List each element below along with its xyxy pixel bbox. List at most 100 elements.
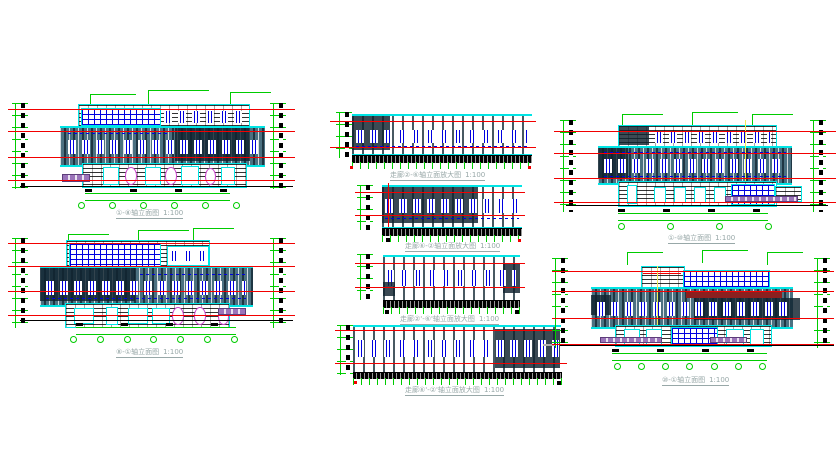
dimension-line [618, 220, 768, 221]
axis-bubble-row [78, 201, 240, 209]
dark-wall-section [383, 282, 395, 296]
glazing-panel [81, 108, 161, 126]
level-ladder-left [337, 325, 353, 375]
axis-bubble [140, 201, 147, 209]
level-ladder-left [357, 254, 373, 300]
window-row [170, 251, 206, 261]
leader-hook [752, 114, 793, 126]
facade-top-band-glazing [683, 270, 770, 289]
leader-hook [68, 234, 109, 245]
axis-bubble [202, 201, 209, 209]
axis-bubble [614, 362, 621, 370]
dimension-ticks [76, 323, 236, 326]
entrance-window [103, 167, 119, 185]
entrance-window [74, 308, 94, 324]
facade-top-band-left [641, 266, 685, 289]
corner-marker [385, 310, 389, 314]
dimension-line [85, 200, 230, 201]
level-line-red [355, 192, 525, 193]
leader-hook [767, 252, 803, 265]
axis-bubble [734, 362, 742, 370]
window-row [68, 140, 258, 154]
axis-bubble [177, 335, 185, 343]
dimension-ticks [612, 349, 767, 352]
drawing-scale: 1:100 [478, 315, 500, 323]
entrance-window [654, 187, 666, 203]
ground-line [560, 345, 834, 346]
glazing-panel [69, 243, 161, 267]
corner-marker [518, 239, 521, 242]
dimension-ticks [618, 209, 768, 212]
leader-hook [692, 112, 738, 125]
axis-bubble [150, 335, 158, 343]
level-line-red [8, 157, 295, 158]
level-line-red [355, 215, 525, 216]
level-line-red [335, 363, 567, 364]
drawing-title: 走廊②'-⑥'轴立面放大图 [400, 315, 475, 323]
drawing-scale: 1:100 [465, 171, 486, 179]
corner-marker [354, 381, 357, 384]
canopy-strip [725, 196, 798, 202]
axis-bubble-row [614, 362, 766, 370]
axis-bubble [662, 362, 670, 370]
dimension-line [76, 327, 236, 328]
entrance-window [128, 308, 148, 324]
entrance-window [627, 185, 637, 204]
blue-dashed-line [46, 298, 246, 299]
blue-dashed-line [68, 133, 168, 134]
leader-hook [138, 230, 189, 243]
level-line-red [8, 109, 295, 110]
facade-middle-band [591, 287, 800, 329]
level-line-red [8, 291, 295, 292]
level-ladder-right [814, 258, 830, 348]
level-line-red [554, 202, 836, 203]
corridor-band [383, 255, 520, 302]
axis-bubble [765, 222, 772, 230]
axis-bubble [716, 222, 723, 230]
drawing-scale: 1:100 [163, 209, 184, 217]
leader-hook [230, 92, 271, 105]
axis-bubble [638, 362, 646, 370]
level-ladder-left [336, 112, 352, 158]
axis-bubble [171, 201, 178, 209]
ground-hatch-strip [382, 228, 522, 236]
drawing-scale: 1:100 [483, 386, 505, 394]
drawing-scale: 1:100 [709, 376, 730, 384]
gray-marker [543, 344, 555, 346]
level-ladder-right [270, 103, 286, 189]
facade-top-band [78, 104, 250, 128]
level-line-red [552, 271, 834, 272]
axis-bubble [204, 335, 212, 343]
window-row [164, 111, 244, 123]
leader-hook [627, 252, 663, 265]
drawing-title: ①-⑩轴立面图 [668, 234, 712, 242]
leader-hook [148, 90, 209, 105]
corner-marker [528, 166, 531, 169]
ground-line [566, 205, 828, 206]
window-row [604, 159, 786, 173]
inner-red-line [643, 273, 681, 274]
blue-dashed-line [356, 146, 528, 147]
oval-door [125, 167, 137, 185]
leader-hook [193, 228, 234, 241]
leader-hook [622, 114, 663, 126]
blue-dashed-line [140, 274, 245, 275]
level-line-red [330, 147, 536, 148]
level-line-red [335, 330, 567, 331]
level-ladder-left [552, 258, 568, 348]
red-axis-line [388, 183, 389, 227]
window-row [46, 281, 246, 295]
facade-top-band [618, 125, 777, 148]
axis-bubble [109, 201, 116, 209]
axis-bubble [230, 335, 238, 343]
grade-ticks [382, 235, 522, 242]
level-line-red [330, 121, 536, 122]
